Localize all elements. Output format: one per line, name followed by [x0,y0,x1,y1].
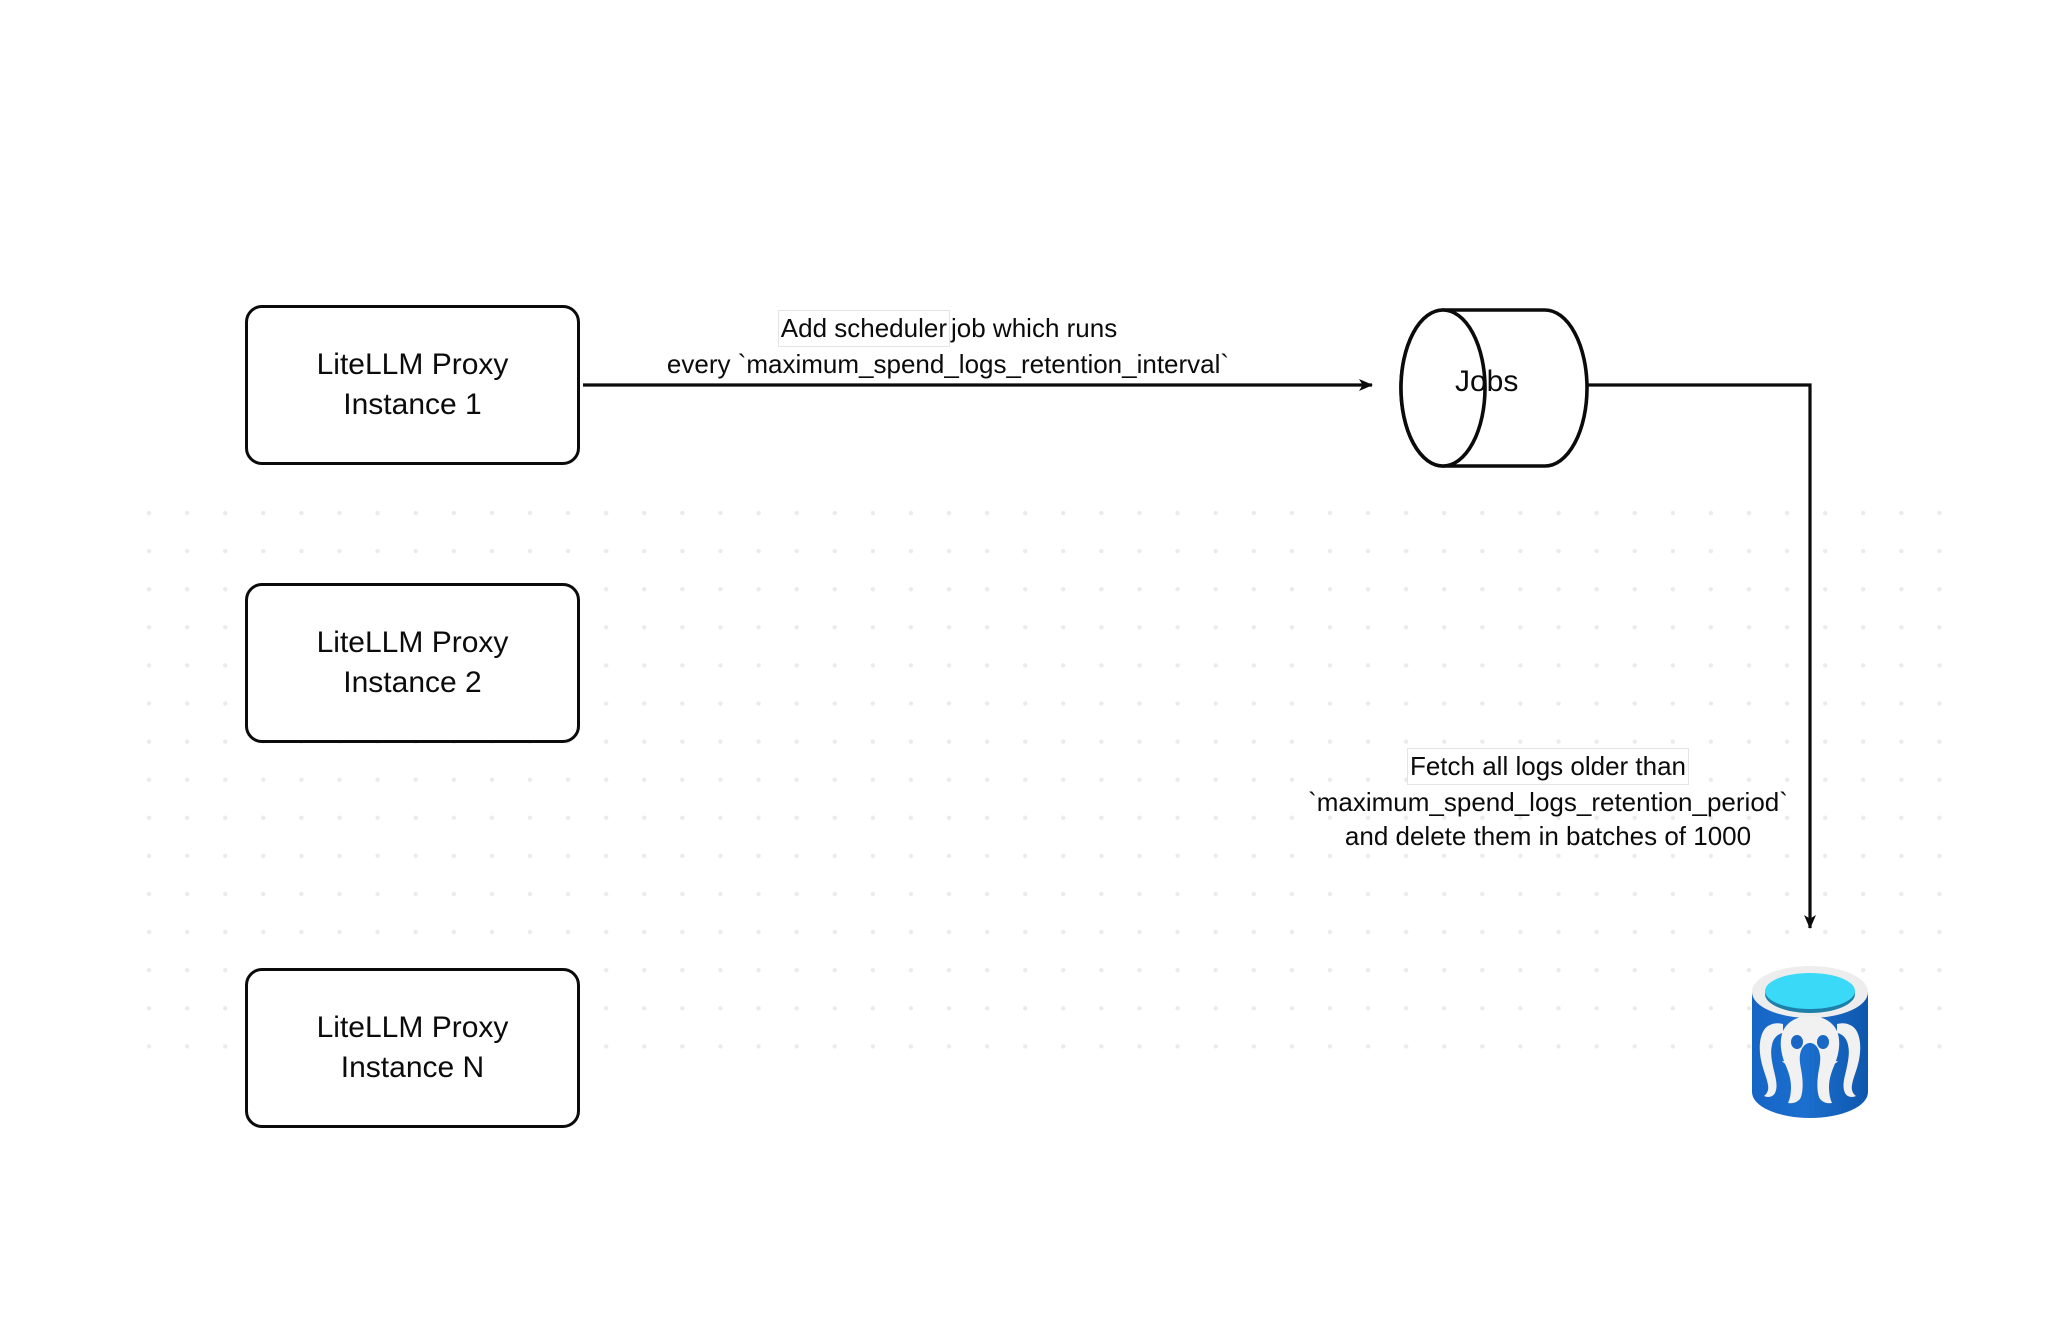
proxy-3-line-2: Instance N [340,1051,485,1084]
node-litellm-proxy-instance-2[interactable]: LiteLLM Proxy Instance 2 [245,583,580,743]
scheduler-edge-label-line-1: Add scheduler job which runs [608,310,1288,347]
retention-edge-label: Fetch all logs older than `maximum_spend… [1248,748,1848,854]
node-litellm-proxy-instance-n[interactable]: LiteLLM Proxy Instance N [245,968,580,1128]
retention-edge-label-line-2: `maximum_spend_logs_retention_period` [1308,786,1788,817]
scheduler-edge-label-rest: job which runs [950,311,1119,346]
scheduler-edge-label-highlight: Add scheduler [777,310,951,347]
retention-edge-label-highlight: Fetch all logs older than [1406,748,1690,785]
retention-edge-label-line-3: and delete them in batches of 1000 [1344,821,1752,852]
proxy-1-line-2: Instance 1 [343,388,482,421]
elephant-glyph [1759,1016,1861,1104]
scheduler-edge-label-line-2: every `maximum_spend_logs_retention_inte… [666,348,1230,379]
jobs-cylinder[interactable] [1399,308,1589,468]
proxy-2-line-2: Instance 2 [343,666,482,699]
retention-edge-label-line-1: Fetch all logs older than [1248,748,1848,785]
retention-edge-path [1587,383,1816,929]
scheduler-edge-label: Add scheduler job which runs every `maxi… [608,310,1288,381]
postgresql-database-icon[interactable] [1752,966,1868,1118]
proxy-2-line-1: LiteLLM Proxy [316,625,509,659]
node-jobs-label: Jobs [1455,365,1519,398]
proxy-1-line-1: LiteLLM Proxy [316,347,509,381]
proxy-3-line-1: LiteLLM Proxy [316,1010,509,1044]
node-litellm-proxy-instance-1[interactable]: LiteLLM Proxy Instance 1 [245,305,580,465]
